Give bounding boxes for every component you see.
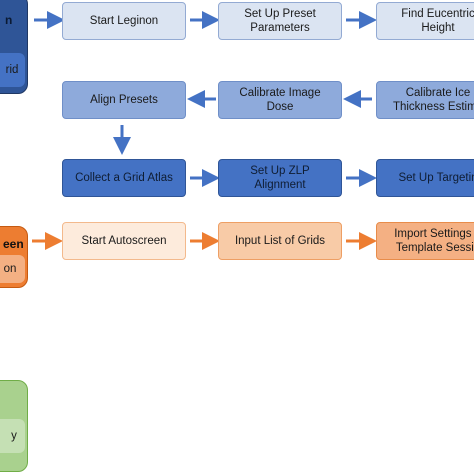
- green-panel: y: [0, 380, 28, 472]
- import-settings-step: Import Settings fr Template Sessio: [376, 222, 474, 260]
- preset-parameters-step: Set Up Preset Parameters: [218, 2, 342, 40]
- zlp-alignment-line2: Alignment: [254, 179, 306, 191]
- calibrate-dose-step: Calibrate Image Dose: [218, 81, 342, 119]
- autoscreen-panel: een on: [0, 226, 28, 288]
- start-leginon-step: Start Leginon: [62, 2, 186, 40]
- align-presets-step: Align Presets: [62, 81, 186, 119]
- eucentric-height-line1: Find Eucentric: [401, 8, 474, 20]
- start-autoscreen-label: Start Autoscreen: [81, 235, 167, 247]
- green-panel-inner-box: y: [0, 419, 25, 453]
- eucentric-height-step: Find Eucentric Height: [376, 2, 474, 40]
- autoscreen-panel-title: een: [3, 237, 24, 251]
- start-autoscreen-step: Start Autoscreen: [62, 222, 186, 260]
- zlp-alignment-line1: Set Up ZLP: [250, 165, 310, 177]
- calibrate-ice-step: Calibrate Ice Thickness Estima: [376, 81, 474, 119]
- leginon-panel-title: n: [5, 13, 13, 27]
- import-settings-line2: Template Sessio: [395, 242, 474, 254]
- preset-parameters-line2: Parameters: [250, 22, 310, 34]
- calibrate-ice-line1: Calibrate Ice: [405, 87, 471, 99]
- calibrate-dose-line2: Dose: [266, 101, 294, 113]
- targeting-step: Set Up Targetin: [376, 159, 474, 197]
- calibrate-dose-line1: Calibrate Image: [239, 87, 321, 99]
- leginon-panel-grid-box: rid: [0, 53, 25, 87]
- leginon-panel: n rid: [0, 0, 28, 94]
- align-presets-label: Align Presets: [90, 94, 158, 106]
- green-panel-inner-label: y: [11, 430, 17, 442]
- calibrate-ice-line2: Thickness Estima: [392, 101, 474, 113]
- input-grids-label: Input List of Grids: [234, 235, 326, 247]
- preset-parameters-line1: Set Up Preset: [244, 8, 316, 20]
- start-leginon-label: Start Leginon: [89, 15, 159, 27]
- input-grids-step: Input List of Grids: [218, 222, 342, 260]
- zlp-alignment-step: Set Up ZLP Alignment: [218, 159, 342, 197]
- import-settings-line1: Import Settings fr: [394, 228, 474, 240]
- targeting-label: Set Up Targetin: [398, 172, 474, 184]
- autoscreen-panel-inner-label: on: [3, 263, 17, 275]
- grid-atlas-step: Collect a Grid Atlas: [62, 159, 186, 197]
- leginon-panel-grid-label: rid: [5, 64, 19, 76]
- autoscreen-panel-inner-box: on: [0, 255, 25, 283]
- eucentric-height-line2: Height: [421, 22, 455, 34]
- grid-atlas-label: Collect a Grid Atlas: [75, 172, 173, 184]
